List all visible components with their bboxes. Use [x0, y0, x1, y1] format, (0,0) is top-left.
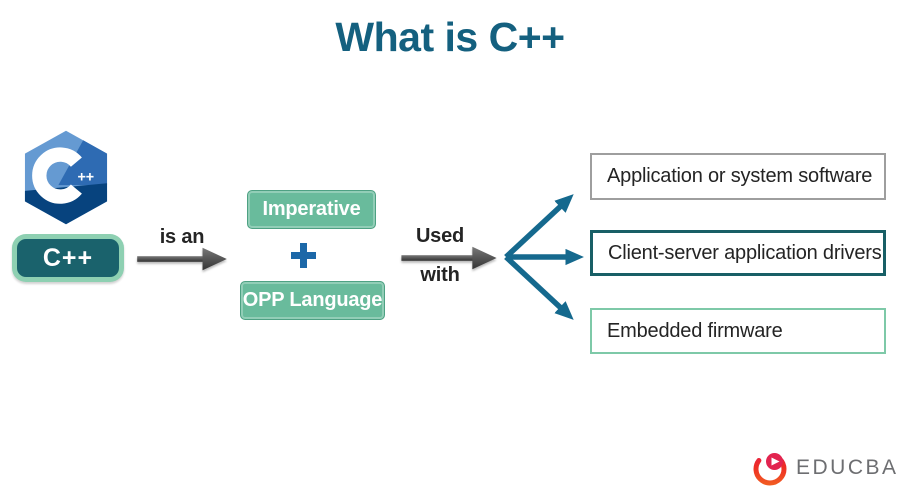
used-with-arrow-icon: [401, 246, 497, 270]
used-label: Used: [415, 225, 465, 247]
page-title: What is C++: [335, 14, 565, 60]
educba-brand-name: EDUCBA: [796, 456, 899, 479]
target-box-embedded-firmware: Embedded firmware: [590, 308, 886, 354]
fan-arrows-icon: [504, 194, 584, 320]
cpp-badge: C++: [12, 234, 124, 282]
cpp-logo-plusplus: ++: [77, 169, 94, 185]
target-box-client-server-drivers: Client-server application drivers: [590, 230, 886, 276]
plus-icon: [291, 243, 316, 268]
educba-logo-icon: [753, 452, 787, 486]
brand-footer: EDUCBA: [750, 448, 899, 488]
cpp-badge-label: C++: [17, 239, 119, 277]
cpp-hexagon-logo-icon: ++: [24, 130, 108, 225]
target-box-application-software: Application or system software: [590, 153, 886, 200]
with-label: with: [420, 264, 460, 286]
opp-language-box: OPP Language: [240, 281, 385, 320]
is-an-label: is an: [159, 226, 205, 248]
imperative-box: Imperative: [247, 190, 376, 229]
is-an-arrow-icon: [137, 247, 227, 271]
